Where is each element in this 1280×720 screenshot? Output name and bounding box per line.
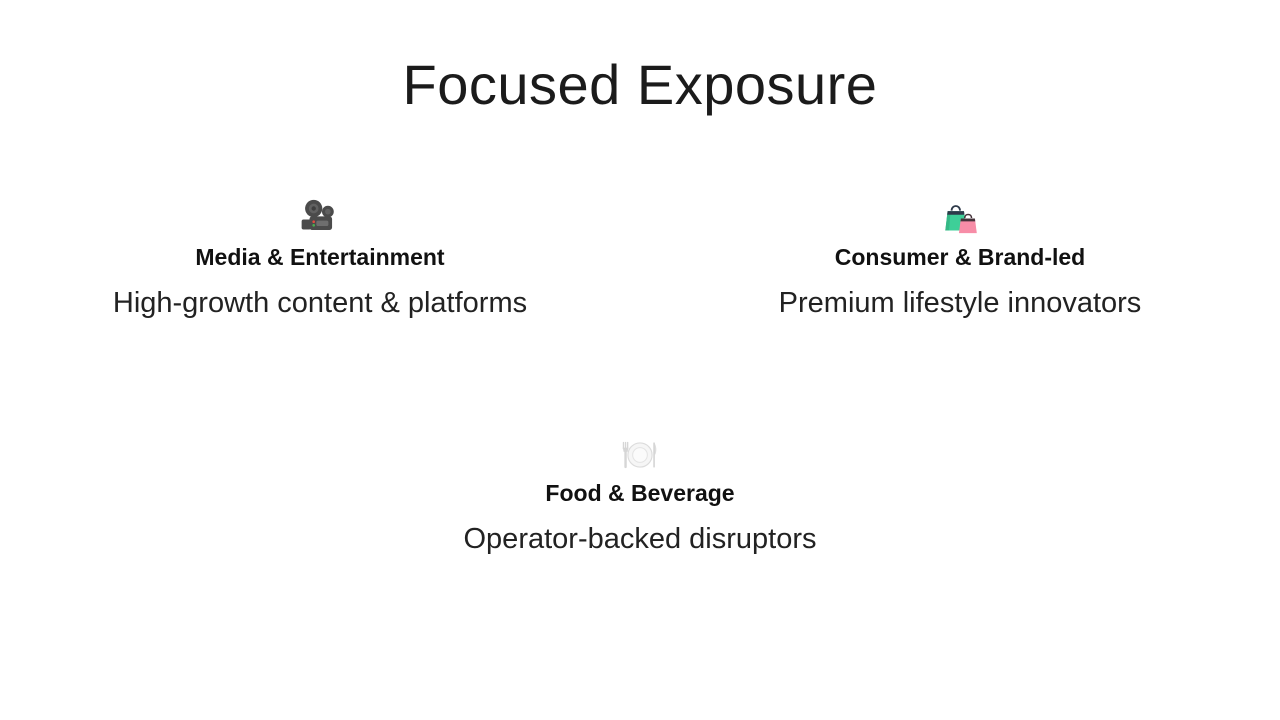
sector-food-beverage: Food & Beverage Operator-backed disrupto… <box>464 434 817 556</box>
sector-media-entertainment: Media & Entertainment High-growth conten… <box>0 198 640 320</box>
sector-name: Media & Entertainment <box>195 244 445 270</box>
fork-knife-plate-icon <box>619 434 661 476</box>
sector-row-top: Media & Entertainment High-growth conten… <box>0 198 1280 320</box>
page-title: Focused Exposure <box>402 53 878 116</box>
sector-description: High-growth content & platforms <box>112 286 528 319</box>
sector-consumer-brand: Consumer & Brand-led Premium lifestyle i… <box>640 198 1280 320</box>
sector-row-bottom: Food & Beverage Operator-backed disrupto… <box>0 434 1280 556</box>
sector-name: Food & Beverage <box>545 480 735 506</box>
sector-description: Premium lifestyle innovators <box>778 286 1142 319</box>
movie-camera-icon <box>299 198 341 240</box>
shopping-bags-icon <box>939 198 981 240</box>
sector-name: Consumer & Brand-led <box>834 244 1086 270</box>
sector-description: Operator-backed disruptors <box>463 522 817 555</box>
